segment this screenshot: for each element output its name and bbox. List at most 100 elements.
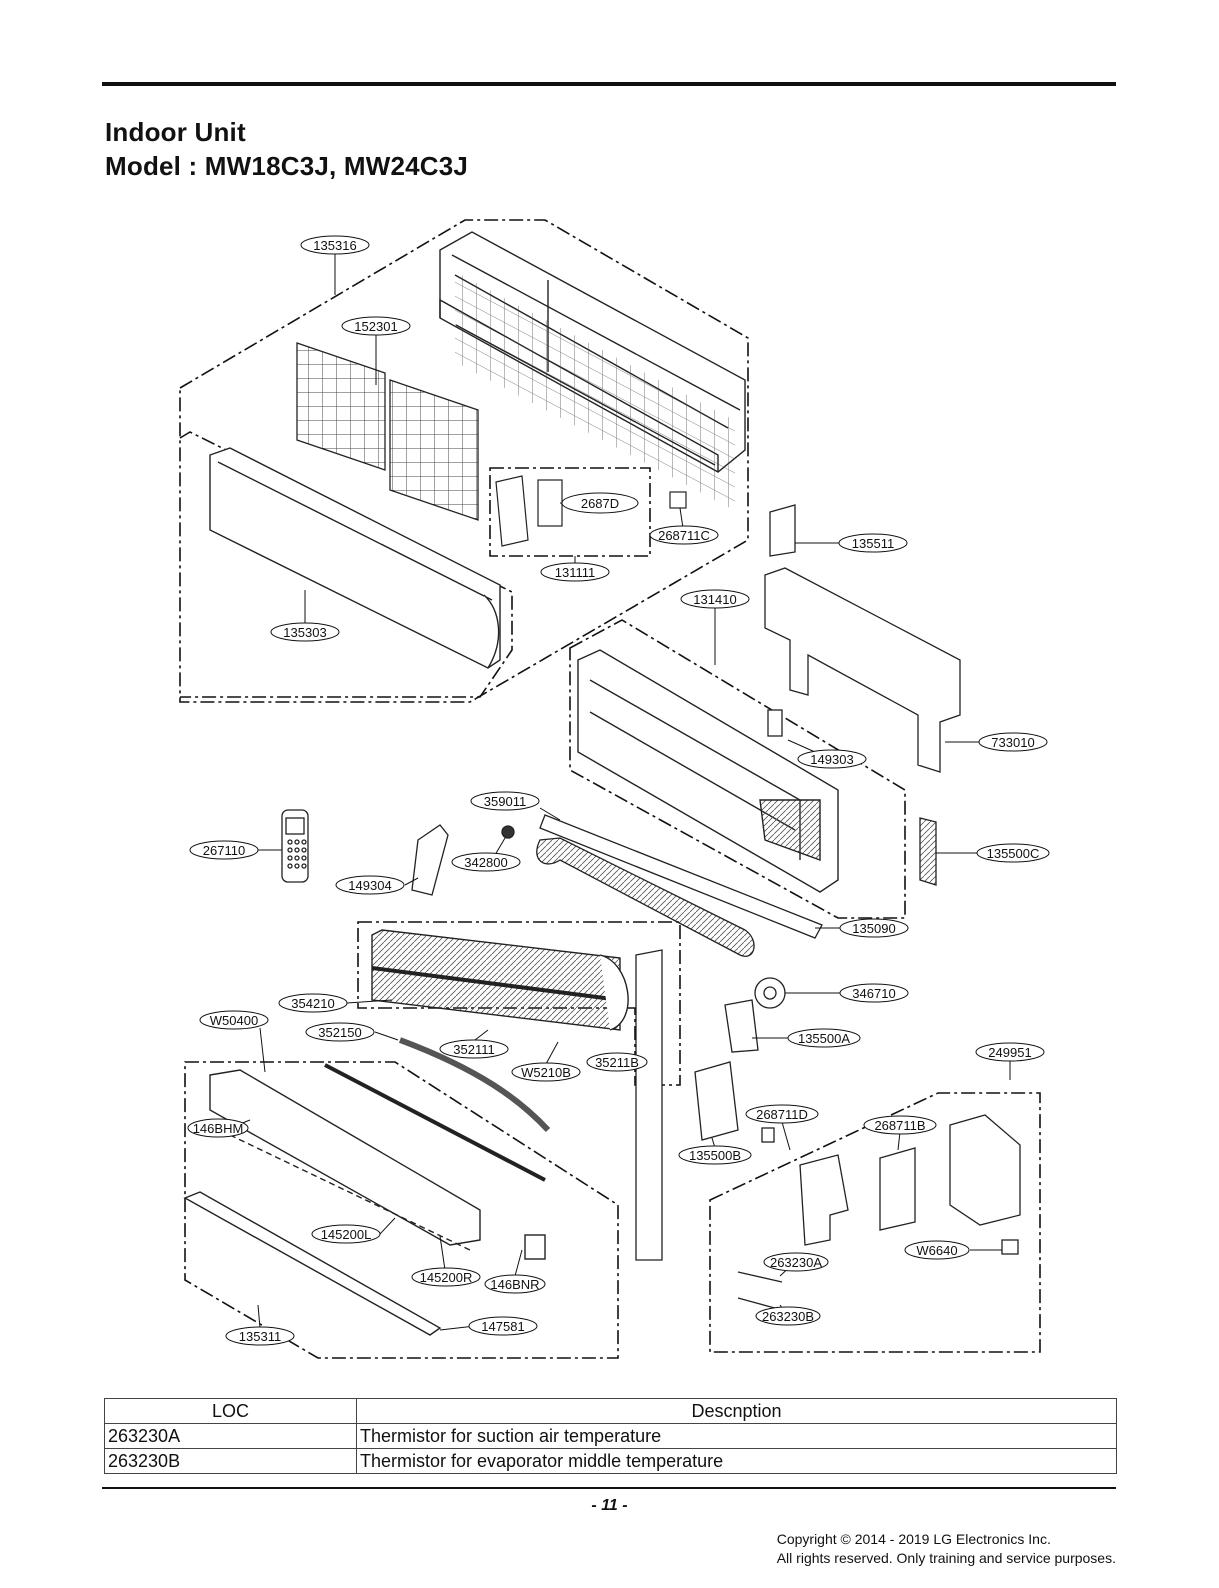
svg-text:135500C: 135500C	[987, 846, 1040, 861]
table-cell-loc: 263230B	[104, 1448, 357, 1474]
outline-control-box-group	[709, 1092, 1041, 1353]
callout-135303: 135303	[270, 622, 340, 642]
svg-text:267110: 267110	[203, 843, 245, 858]
callout-352150: 352150	[305, 1022, 375, 1042]
svg-text:268711D: 268711D	[756, 1107, 808, 1122]
control-box-drawing	[737, 1114, 1021, 1311]
svg-text:147581: 147581	[481, 1319, 524, 1334]
cover-135500C	[919, 817, 937, 886]
svg-text:268711B: 268711B	[874, 1118, 925, 1133]
front-grille-drawing	[209, 447, 501, 669]
side-cover-149304	[411, 824, 449, 896]
motor-cover-135500A	[724, 999, 759, 1053]
svg-text:135316: 135316	[313, 238, 356, 253]
drain-pan-135090	[539, 814, 823, 939]
svg-text:135511: 135511	[852, 536, 894, 551]
svg-text:135303: 135303	[283, 625, 326, 640]
callout-149304: 149304	[335, 875, 405, 895]
top-rule	[102, 82, 1116, 86]
callout-145200L: 145200L	[311, 1224, 381, 1244]
table-cell-description: Thermistor for suction air temperature	[356, 1423, 1117, 1449]
page-number: - 11 -	[591, 1497, 628, 1514]
callout-346710: 346710	[839, 983, 909, 1003]
callout-149303: 149303	[797, 749, 867, 769]
callout-267110: 267110	[189, 840, 259, 860]
outline-chassis-group	[569, 619, 906, 919]
callout-W6640: W6640	[904, 1240, 970, 1260]
svg-text:149303: 149303	[810, 752, 853, 767]
svg-text:131410: 131410	[693, 592, 736, 607]
copyright-line2: All rights reserved. Only training and s…	[776, 1550, 1116, 1566]
svg-text:342800: 342800	[464, 855, 507, 870]
bracket-149303	[767, 709, 783, 737]
callout-354210: 354210	[278, 993, 348, 1013]
svg-text:W6640: W6640	[916, 1243, 957, 1258]
louver-assembly-drawing	[183, 1037, 551, 1336]
page-title-line2: Model : MW18C3J, MW24C3J	[105, 151, 469, 181]
svg-text:135500B: 135500B	[689, 1148, 741, 1163]
svg-text:146BHM: 146BHM	[193, 1121, 244, 1136]
svg-text:145200R: 145200R	[420, 1270, 473, 1285]
drain-hose-35211B	[635, 949, 663, 1261]
outline-louver-group	[184, 1061, 619, 1359]
svg-text:263230B: 263230B	[762, 1309, 814, 1324]
svg-text:W50400: W50400	[210, 1013, 258, 1028]
cross-flow-fan-359011	[536, 837, 755, 957]
table-row: 263230A Thermistor for suction air tempe…	[104, 1423, 1117, 1449]
callout-146BHM: 146BHM	[187, 1118, 249, 1138]
callout-249951: 249951	[975, 1042, 1045, 1062]
callout-131410: 131410	[680, 589, 750, 609]
callout-135500B: 135500B	[678, 1145, 752, 1165]
group-outlines	[179, 219, 1041, 1359]
table-cell-description: Thermistor for evaporator middle tempera…	[356, 1448, 1117, 1474]
callout-352111: 352111	[439, 1039, 509, 1059]
svg-text:152301: 152301	[354, 319, 397, 334]
header-loc: LOC	[104, 1398, 357, 1424]
bearing-342800	[501, 825, 515, 839]
chassis-drawing	[577, 649, 839, 893]
leader-lines	[229, 252, 1011, 1331]
svg-text:352111: 352111	[453, 1042, 494, 1057]
callout-342800: 342800	[451, 852, 521, 872]
svg-text:268711C: 268711C	[658, 528, 710, 543]
bottom-rule	[102, 1487, 1116, 1489]
svg-text:135311: 135311	[239, 1329, 281, 1344]
front-panel-unit-drawing	[439, 231, 746, 511]
callout-135311: 135311	[225, 1326, 295, 1346]
svg-text:249951: 249951	[988, 1045, 1031, 1060]
svg-text:146BNR: 146BNR	[490, 1277, 539, 1292]
air-filters-drawing	[296, 342, 479, 521]
svg-text:135090: 135090	[852, 921, 895, 936]
parts-description-table: LOC Descnption 263230A Thermistor for su…	[104, 1398, 1117, 1474]
svg-text:359011: 359011	[484, 794, 526, 809]
callout-263230B: 263230B	[755, 1306, 821, 1326]
callout-135316: 135316	[300, 235, 370, 255]
callout-268711B: 268711B	[863, 1115, 937, 1135]
copyright-notice: Copyright © 2014 - 2019 LG Electronics I…	[777, 1530, 1116, 1568]
callout-268711C: 268711C	[649, 525, 719, 545]
svg-text:W5210B: W5210B	[521, 1065, 571, 1080]
callout-35211B: 35211B	[586, 1052, 648, 1072]
remote-control-drawing	[281, 809, 309, 883]
callout-147581: 147581	[468, 1316, 538, 1336]
callout-135500C: 135500C	[976, 843, 1050, 863]
callout-145200R: 145200R	[411, 1267, 481, 1287]
callout-135500A: 135500A	[787, 1028, 861, 1048]
svg-text:149304: 149304	[348, 878, 391, 893]
callout-2687D: 2687D	[561, 492, 639, 514]
svg-text:145200L: 145200L	[321, 1227, 372, 1242]
outline-front-panel-group	[179, 219, 749, 703]
installation-plate-drawing	[764, 504, 961, 773]
copyright-line1: Copyright © 2014 - 2019 LG Electronics I…	[776, 1531, 1051, 1547]
svg-text:352150: 352150	[318, 1025, 361, 1040]
callout-131111: 131111	[540, 562, 610, 582]
svg-text:733010: 733010	[991, 735, 1034, 750]
table-header-row: LOC Descnption	[104, 1398, 1117, 1424]
svg-text:35211B: 35211B	[595, 1055, 639, 1070]
exploded-parts-diagram: 135316 152301 2687D 268711C 135511 13111…	[179, 219, 1050, 1359]
callout-263230A: 263230A	[763, 1252, 829, 1272]
page-title-line1: Indoor Unit	[105, 117, 246, 147]
svg-text:263230A: 263230A	[770, 1255, 822, 1270]
header-description: Descnption	[356, 1398, 1117, 1424]
outline-evaporator-group	[357, 921, 681, 1086]
